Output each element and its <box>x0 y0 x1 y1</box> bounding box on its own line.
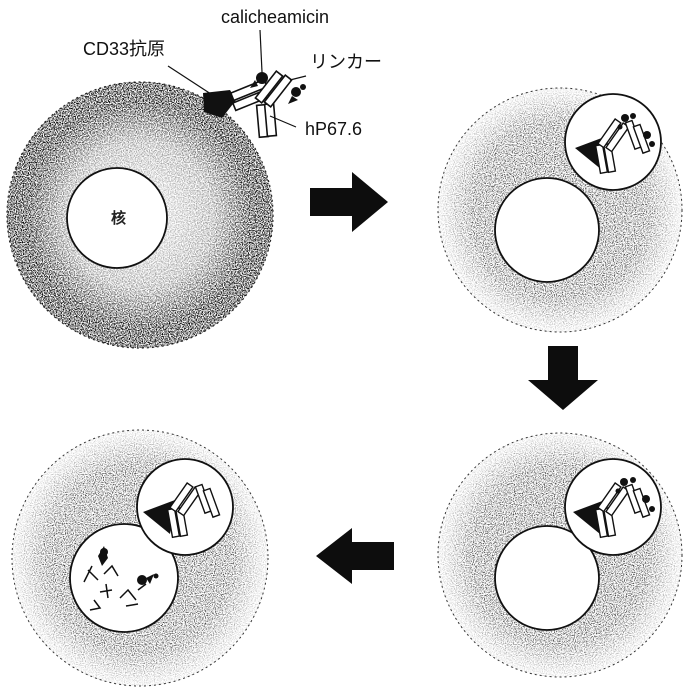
cell-1-binding <box>0 30 306 360</box>
label-antibody-hp67: hP67.6 <box>305 120 362 138</box>
label-linker: リンカー <box>310 53 382 71</box>
cell-2-nucleus <box>495 178 599 282</box>
label-calicheamicin: calicheamicin <box>221 8 329 26</box>
arrow-down-icon <box>528 346 598 410</box>
cell-2-internalization <box>430 80 687 340</box>
label-nucleus: 核 <box>111 211 126 226</box>
cell-4-dna-cleavage <box>8 428 278 689</box>
arrow-left-icon <box>316 528 394 584</box>
cell-3-lysosome <box>430 425 687 685</box>
label-cd33-antigen: CD33抗原 <box>83 40 165 58</box>
arrow-right-icon <box>310 172 388 232</box>
